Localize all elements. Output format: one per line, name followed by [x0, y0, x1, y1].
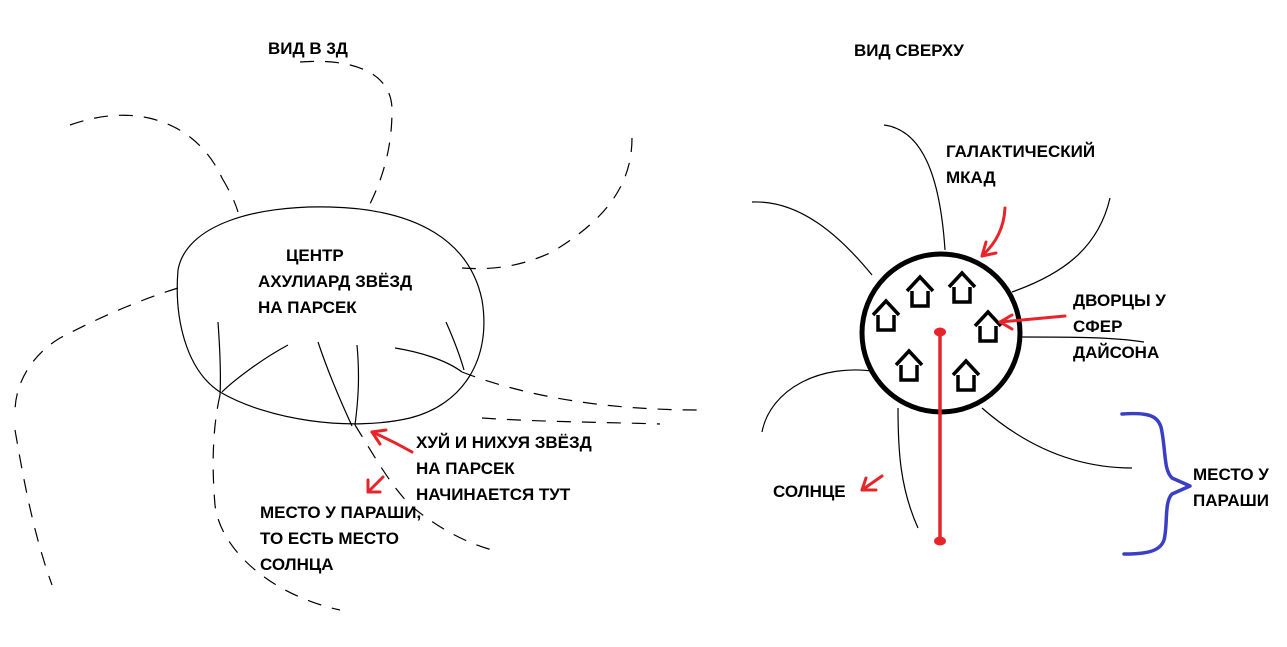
galaxy-center-line: НА ПАРСЕК	[258, 298, 357, 317]
galaxy-arm-dashed	[221, 177, 239, 213]
sun-place-label: МЕСТО У ПАРАШИ, ТО ЕСТЬ МЕСТО СОЛНЦА	[260, 500, 421, 578]
galaxy-spoke	[354, 344, 360, 426]
galaxy-arm-dashed	[14, 287, 179, 413]
left-galaxy-drawing	[14, 60, 701, 611]
arrow-to-ring	[980, 206, 1007, 258]
dyson-palaces-line: ДАЙСОНА	[1073, 343, 1160, 362]
galaxy-spoke	[445, 321, 465, 371]
galactic-ring-line: ГАЛАКТИЧЕСКИЙ	[946, 142, 1096, 161]
galaxy-spoke	[317, 341, 353, 427]
galaxy-arm	[981, 407, 1133, 469]
house-icon	[973, 309, 1003, 343]
galaxy-center-line: ЦЕНТР	[286, 246, 344, 265]
galaxy-arm	[883, 124, 946, 251]
galaxy-arm-dashed	[212, 394, 341, 611]
arrow-to-sun-place	[366, 475, 385, 494]
house-icon	[894, 348, 924, 382]
house-icon	[947, 270, 977, 304]
galaxy-edge-line: НАЧИНАЕТСЯ ТУТ	[416, 485, 571, 504]
sun-line	[934, 327, 946, 546]
galaxy-spoke	[217, 321, 221, 396]
house-icons	[871, 270, 1003, 392]
galaxy-edge-line: ХУЙ И НИХУЯ ЗВЁЗД	[416, 433, 592, 452]
galaxy-arm	[897, 407, 919, 529]
galaxy-arm	[1011, 197, 1111, 293]
dyson-palaces-line: СФЕР	[1073, 317, 1123, 336]
place-brace	[1120, 411, 1192, 556]
sun-line-top-dot	[934, 327, 946, 337]
galactic-ring-label: ГАЛАКТИЧЕСКИЙ МКАД	[946, 139, 1095, 191]
right-view-title: ВИД СВЕРХУ	[854, 41, 964, 60]
galaxy-arm-dashed	[461, 137, 633, 270]
house-icon	[871, 298, 901, 332]
right-red-arrows	[860, 206, 1067, 492]
galaxy-spoke	[394, 347, 463, 373]
arrow-to-palace	[998, 313, 1067, 331]
sun-label: СОЛНЦЕ	[773, 482, 846, 501]
galaxy-arm	[1021, 336, 1145, 343]
galaxy-arm-dashed	[69, 114, 223, 179]
galaxy-arm-dashed	[461, 371, 701, 411]
place-label: МЕСТО У ПАРАШИ	[1193, 462, 1269, 514]
dyson-palaces-label: ДВОРЦЫ У СФЕР ДАЙСОНА	[1073, 288, 1166, 366]
dyson-palaces-line: ДВОРЦЫ У	[1073, 291, 1166, 310]
sun-line-bottom-dot	[934, 536, 946, 546]
galactic-ring-line: МКАД	[946, 168, 996, 187]
galaxy-arm-dashed	[299, 60, 393, 209]
galaxy-spoke	[221, 344, 289, 393]
house-icon	[905, 274, 935, 308]
left-red-arrows	[366, 428, 414, 494]
arrow-to-sun	[860, 474, 884, 492]
left-view-title: ВИД В 3Д	[268, 39, 348, 58]
sun-place-line: ТО ЕСТЬ МЕСТО	[260, 529, 399, 548]
galaxy-center-line: АХУЛИАРД ЗВЁЗД	[258, 272, 413, 291]
galaxy-arm-dashed	[481, 417, 661, 425]
arrow-to-galaxy-edge	[370, 428, 414, 454]
place-line: МЕСТО У	[1193, 465, 1269, 484]
place-line: ПАРАШИ	[1193, 491, 1269, 510]
galaxy-edge-label: ХУЙ И НИХУЯ ЗВЁЗД НА ПАРСЕК НАЧИНАЕТСЯ Т…	[416, 430, 592, 508]
sun-place-line: МЕСТО У ПАРАШИ,	[260, 503, 422, 522]
sun-place-line: СОЛНЦА	[260, 555, 334, 574]
galaxy-arm	[751, 201, 873, 276]
galaxy-arm	[761, 369, 879, 433]
house-icon	[951, 358, 981, 392]
galaxy-center-label: ЦЕНТР АХУЛИАРД ЗВЁЗД НА ПАРСЕК	[258, 243, 412, 321]
galaxy-arm-dashed	[14, 429, 53, 586]
right-galaxy-drawing	[751, 124, 1145, 529]
galaxy-edge-line: НА ПАРСЕК	[416, 459, 515, 478]
galaxy-arm-dashed	[354, 424, 501, 553]
